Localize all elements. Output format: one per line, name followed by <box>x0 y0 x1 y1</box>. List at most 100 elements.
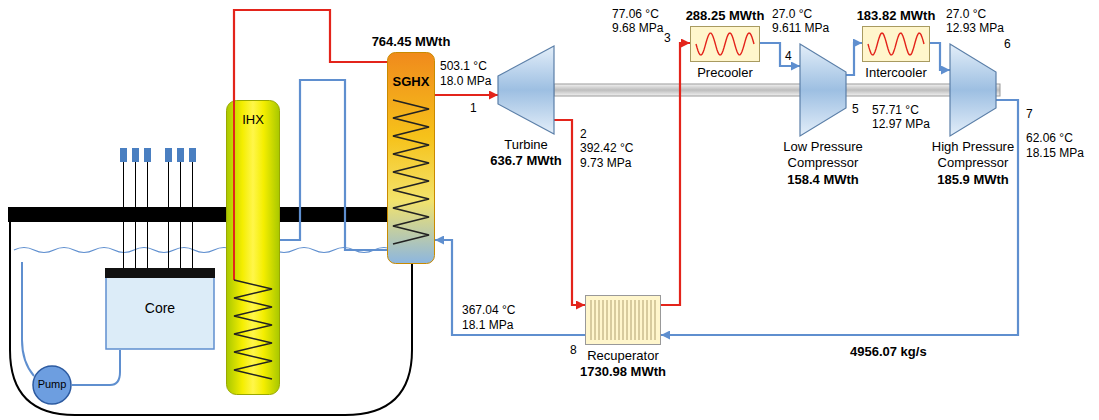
recuperator-plate <box>635 300 636 340</box>
state-number: 2 <box>580 124 587 142</box>
state-temperature: 27.0 °C <box>946 7 986 21</box>
state-number: 1 <box>470 98 477 116</box>
mass-flow-rate: 4956.07 kg/s <box>850 342 927 360</box>
pump-discharge-line <box>72 350 120 385</box>
recuperator-plate <box>615 300 616 340</box>
text-group: 183.82 MWth <box>857 8 936 24</box>
state-temperature: 77.06 °C <box>612 4 659 22</box>
ihx-shell <box>227 101 280 395</box>
compressor-body <box>800 44 846 136</box>
state-pressure: 18.0 MPa <box>440 71 491 89</box>
state-temperature: 503.1 °C <box>440 59 487 73</box>
cooler-shell <box>863 27 930 62</box>
core-body <box>106 269 214 349</box>
flow-pipe <box>760 43 800 66</box>
turbine-outline <box>498 46 554 134</box>
precooler-outline <box>690 26 760 62</box>
flow-pipe <box>280 80 387 250</box>
power-value: 636.7 MWth <box>490 153 562 169</box>
text-group: SGHX <box>387 74 435 90</box>
low-pressure-compressor: Low Pressure Compressor158.4 MWth <box>800 44 846 136</box>
flow-pipe <box>435 94 498 96</box>
state-temperature: 367.04 °C <box>462 303 516 317</box>
compressor-label: High Pressure Compressor <box>923 139 1023 172</box>
recuperator-plate <box>603 300 604 340</box>
precooler-label: Precooler <box>697 65 753 81</box>
steam-generator-heat-exchanger: 764.45 MWthSGHX <box>387 52 435 264</box>
state-number: 5 <box>852 102 859 116</box>
state-pressure: 18.15 MPa <box>1026 143 1084 161</box>
state-temperature: 77.06 °C <box>612 7 659 21</box>
state-temperature: 503.1 °C <box>440 56 487 74</box>
state-pressure: 18.15 MPa <box>1026 146 1084 160</box>
turbine-label: Turbine <box>504 137 548 153</box>
flow-pipe <box>435 240 585 335</box>
cooler-shell <box>691 27 760 62</box>
state-temperature: 392.42 °C <box>580 138 634 156</box>
mass-flow-rate: 4956.07 kg/s <box>850 344 927 359</box>
primary-pump: Pump <box>32 365 72 405</box>
state-temperature: 392.42 °C <box>580 141 634 155</box>
text-group: Intercooler <box>865 65 926 81</box>
state-temperature: 27.0 °C <box>946 4 986 22</box>
turbomachine-shaft <box>554 84 1000 96</box>
power-value: 185.9 MWth <box>937 172 1009 188</box>
recuperator-shell <box>586 296 661 345</box>
text-group: High Pressure Compressor185.9 MWth <box>923 139 1023 188</box>
flow-pipe <box>661 100 1018 335</box>
state-pressure: 12.93 MPa <box>946 18 1004 36</box>
state-number: 5 <box>852 99 859 117</box>
state-pressure: 9.68 MPa <box>612 18 663 36</box>
recuperator-plate <box>619 300 620 340</box>
state-number: 6 <box>1004 34 1011 52</box>
state-temperature: 62.06 °C <box>1026 128 1073 146</box>
cooler-tube <box>868 33 924 55</box>
turbine: Turbine636.7 MWth <box>498 46 554 134</box>
low-pressure-compressor-outline <box>800 44 846 136</box>
state-number: 6 <box>1004 37 1011 51</box>
state-pressure: 12.97 MPa <box>872 114 930 132</box>
state-temperature: 27.0 °C <box>772 7 812 21</box>
reactor-head-deck <box>8 207 418 222</box>
rod-drive <box>144 148 151 162</box>
state-number: 4 <box>785 46 792 64</box>
ihx-coil <box>234 280 272 379</box>
high-pressure-compressor-outline <box>950 44 996 136</box>
text-group: 288.25 MWth <box>686 8 765 24</box>
recuperator: Recuperator1730.98 MWth <box>585 295 661 345</box>
rod-drive <box>177 148 184 162</box>
text-group: Precooler <box>697 65 753 81</box>
recuperator-plate <box>651 300 652 340</box>
state-number: 3 <box>664 31 671 45</box>
cooler-tube <box>696 33 754 55</box>
compressor-label: Low Pressure Compressor <box>778 139 868 172</box>
state-pressure: 12.93 MPa <box>946 21 1004 35</box>
precooler: 288.25 MWthPrecooler <box>690 26 760 62</box>
state-pressure: 9.73 MPa <box>580 153 631 171</box>
recuperator-label: Recuperator <box>587 348 659 364</box>
duty-value: 764.45 MWth <box>372 34 451 50</box>
intercooler-outline <box>862 26 930 62</box>
rod-drive <box>132 148 139 162</box>
state-temperature: 57.71 °C <box>872 103 919 117</box>
flow-pipe <box>930 43 950 70</box>
text-group: IHX <box>226 112 280 128</box>
intercooler-label: Intercooler <box>865 65 926 81</box>
recuperator-plate <box>627 300 628 340</box>
state-pressure: 9.611 MPa <box>772 21 829 35</box>
text-group: 764.45 MWth <box>372 34 451 50</box>
state-temperature: 62.06 °C <box>1026 131 1073 145</box>
recuperator-plate <box>639 300 640 340</box>
pool-free-surface <box>14 248 394 253</box>
state-pressure: 9.611 MPa <box>772 18 829 36</box>
intercooler: 183.82 MWthIntercooler <box>862 26 930 62</box>
compressor-body <box>950 44 996 136</box>
recuperator-outline <box>585 295 661 345</box>
pool-baffle <box>22 262 34 376</box>
core-label: Core <box>145 300 175 318</box>
rod-drive <box>189 148 196 162</box>
core-upper-plate <box>105 268 215 278</box>
flow-pipe <box>234 10 387 100</box>
